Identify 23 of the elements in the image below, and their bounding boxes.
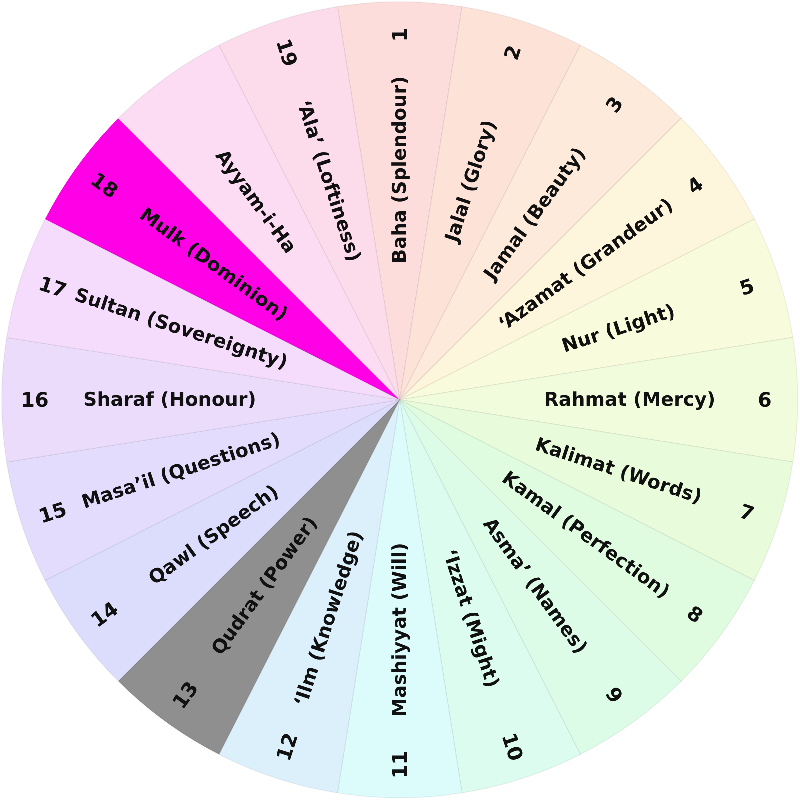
month-number: 5 [736,274,758,301]
month-number: 10 [497,730,528,764]
month-name: Mashiyyat (Will) [389,542,411,718]
month-number: 8 [682,600,708,628]
month-number: 9 [600,682,628,708]
month-name: Sharaf (Honour) [84,389,256,411]
month-number: 12 [272,730,303,764]
month-number: 17 [36,272,70,303]
month-number: 3 [600,92,628,118]
month-number: 16 [21,388,49,412]
month-number: 14 [86,596,124,632]
month-number: 1 [388,28,412,42]
month-number: 4 [682,172,708,200]
month-number: 13 [168,676,204,714]
month-name: Rahmat (Mercy) [544,389,716,411]
month-number: 11 [388,751,412,779]
month-number: 2 [499,42,526,64]
month-number: 15 [36,497,70,528]
month-name: Baha (Splendour) [389,76,411,264]
month-number: 18 [86,168,124,204]
month-number: 19 [272,36,303,70]
month-number: 7 [736,499,758,526]
month-number: 6 [758,388,772,412]
